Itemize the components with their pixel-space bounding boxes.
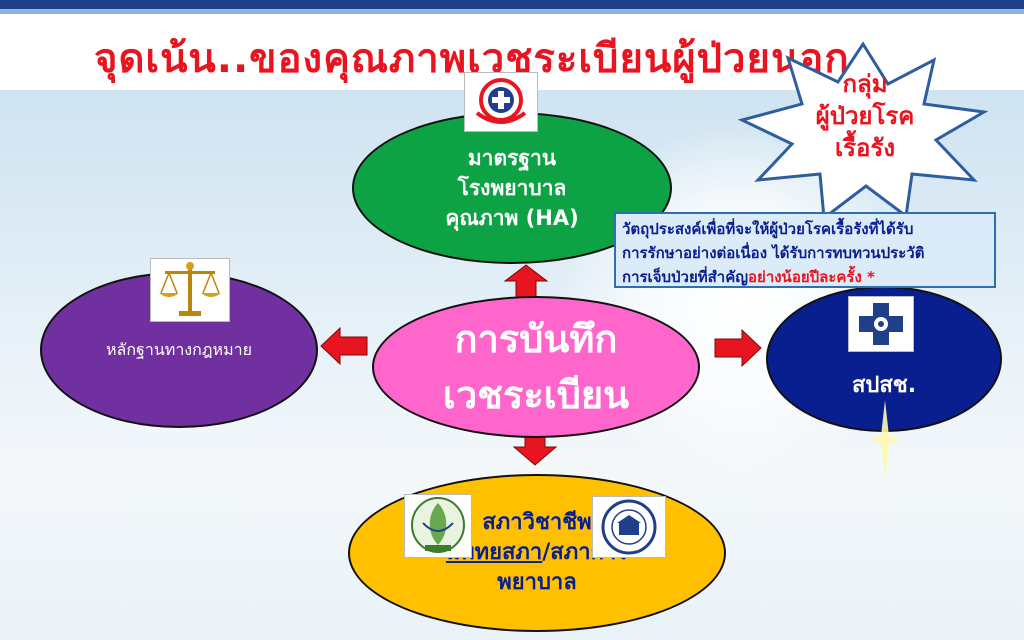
callout-line3-b: อย่างน้อยปีละครั้ง * [748,268,875,286]
center-line2: เวชระเบียน [442,373,630,417]
chronic-patient-starburst [738,41,988,220]
legal-label: หลักฐานทางกฎหมาย [105,339,252,359]
ha-line2: โรงพยาบาล [457,176,567,200]
star-line2: ผู้ป่วยโรค [815,102,915,130]
objective-callout: วัตถุประสงค์เพื่อที่จะให้ผู้ป่วยโรคเรื้อ… [614,212,996,288]
ha-line1: มาตรฐาน [467,146,557,170]
medical-cross-icon [848,296,914,352]
top-bar [0,0,1024,9]
arrow-left [320,326,368,366]
sparkle-icon [870,400,900,480]
council-line3: พยาบาล [497,570,577,595]
nhso-label: สปสช. [851,372,917,398]
ha-logo-icon [464,72,538,132]
ha-line3: คุณภาพ (HA) [445,206,579,230]
medical-council-seal-icon [404,494,472,558]
top-bar-accent [0,9,1024,14]
medical-record-node: การบันทึก เวชระเบียน [372,296,700,438]
scales-of-justice-icon [150,258,230,322]
arrow-right [714,328,762,368]
callout-line3: การเจ็บป่วยที่สำคัญอย่างน้อยปีละครั้ง * [622,265,988,289]
callout-line1: วัตถุประสงค์เพื่อที่จะให้ผู้ป่วยโรคเรื้อ… [622,220,914,238]
starburst-text: กลุ่ม ผู้ป่วยโรค เรื้อรัง [790,68,940,164]
callout-line3-a: การเจ็บป่วยที่สำคัญ [622,268,749,286]
star-line1: กลุ่ม [842,70,888,98]
arrow-up [503,264,549,298]
callout-line2: การรักษาอย่างต่อเนื่อง ได้รับการทบทวนประ… [622,244,925,262]
star-line3: เรื้อรัง [834,134,896,162]
nursing-council-seal-icon [592,496,666,558]
center-line1: การบันทึก [454,317,618,361]
council-line1: สภาวิชาชีพ [482,510,592,535]
